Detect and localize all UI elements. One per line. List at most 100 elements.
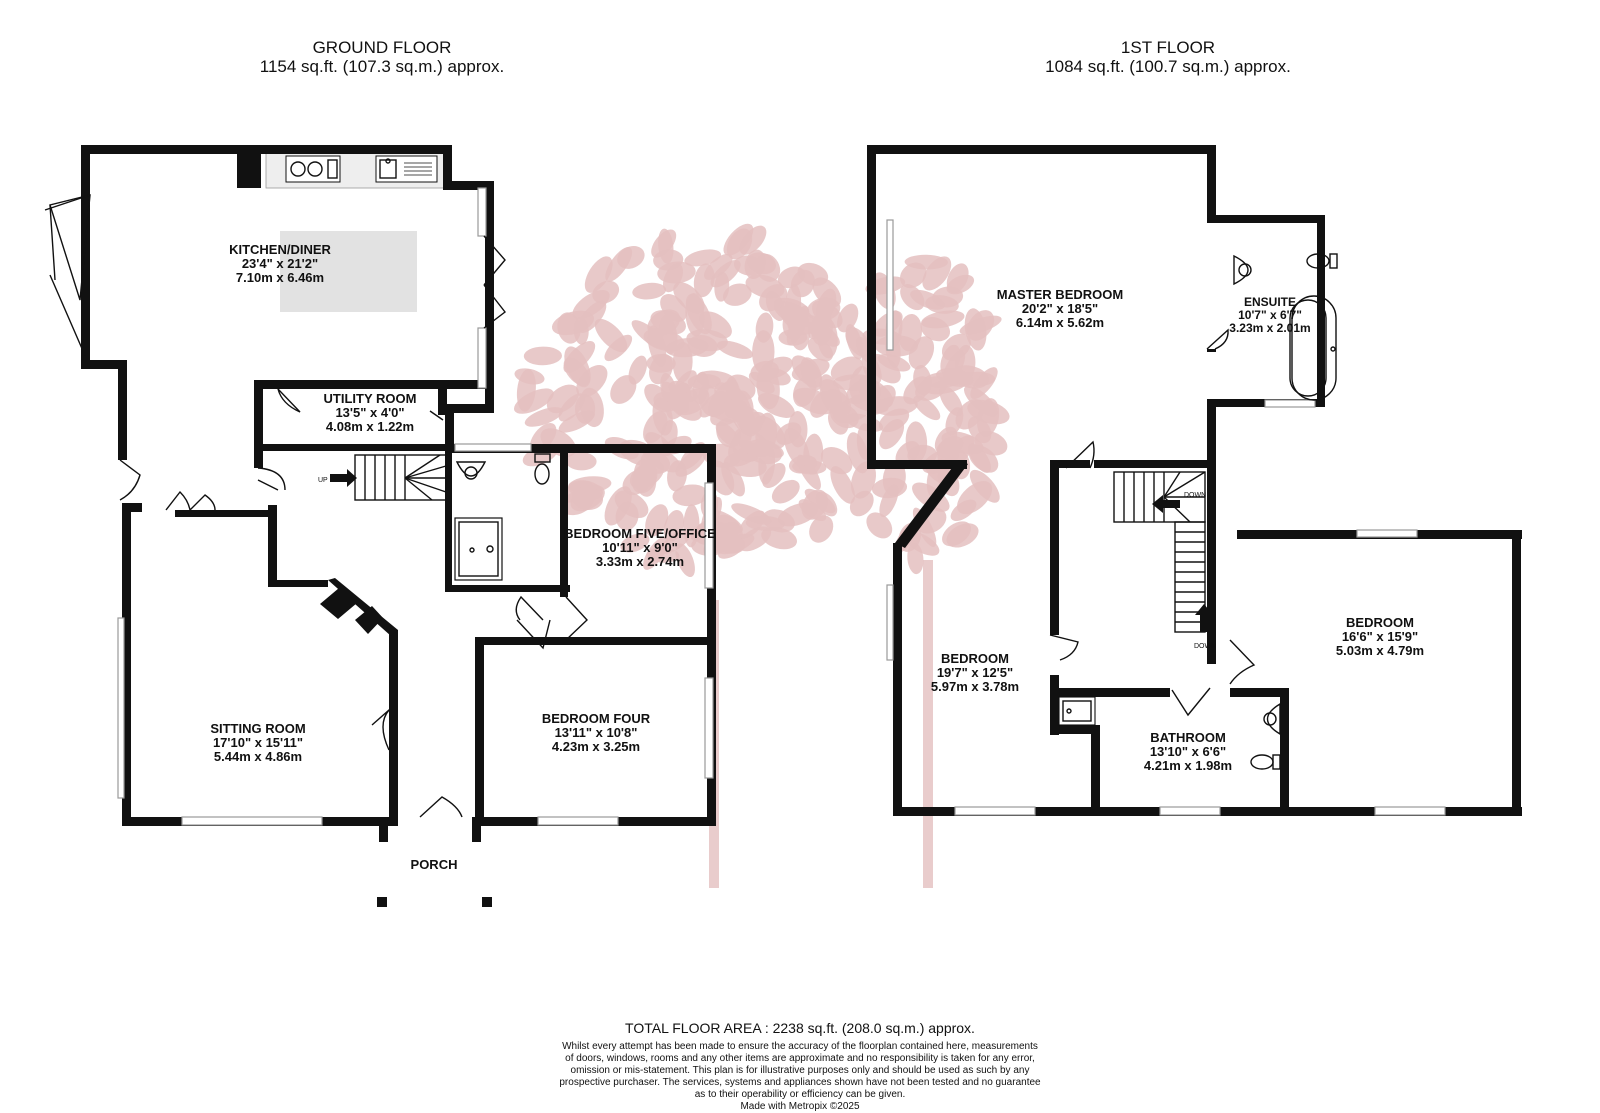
watermark-leaf <box>693 263 715 298</box>
watermark-leaf <box>650 310 686 335</box>
watermark-leaf <box>925 295 959 314</box>
watermark-leaf <box>833 395 875 423</box>
watermark-leaf <box>721 461 745 497</box>
watermark-leaf <box>579 387 604 428</box>
total-floor-area: TOTAL FLOOR AREA : 2238 sq.ft. (208.0 sq… <box>625 1020 975 1036</box>
watermark-leaf <box>685 292 705 337</box>
watermark-leaf <box>820 446 853 475</box>
watermark-leaf <box>968 445 999 473</box>
basin-icon <box>1263 702 1281 736</box>
toilet-icon <box>1306 253 1338 269</box>
watermark-leaf <box>921 310 965 329</box>
watermark-leaf <box>710 259 741 288</box>
watermark-leaf <box>675 543 695 578</box>
toilet-icon <box>534 453 551 485</box>
watermark-leaf <box>672 484 709 507</box>
floor-title: GROUND FLOOR <box>312 38 452 57</box>
room-label-utility-room: UTILITY ROOM 13'5" x 4'0" 4.08m x 1.22m <box>323 391 417 434</box>
watermark-leaf <box>584 256 613 293</box>
watermark-leaf <box>632 282 667 300</box>
watermark-leaf <box>546 384 579 414</box>
watermark-leaf <box>672 342 693 383</box>
watermark-leaf <box>950 499 977 522</box>
watermark-leaf <box>738 526 772 552</box>
watermark-leaf <box>565 451 597 471</box>
watermark-leaf <box>726 228 753 260</box>
watermark-leaf <box>837 303 859 333</box>
watermark-leaf <box>716 340 754 359</box>
watermark-leaf <box>779 306 803 332</box>
watermark-leaf <box>866 512 893 539</box>
watermark-leaf <box>798 499 827 522</box>
watermark-leaf <box>942 521 971 547</box>
watermark-leaf <box>673 370 697 398</box>
watermark-leaf <box>744 249 766 279</box>
watermark-leaf <box>604 334 633 362</box>
watermark-leaf <box>662 263 684 293</box>
watermark-leaf <box>646 547 680 563</box>
stairs-up-label: UP <box>318 477 328 484</box>
floor-area: 1154 sq.ft. (107.3 sq.m.) approx. <box>259 57 505 76</box>
room-label-bedroom: BEDROOM 16'6" x 15'9" 5.03m x 4.79m <box>1335 615 1425 658</box>
room-label-bedroom-four: BEDROOM FOUR 13'11" x 10'8" 4.23m x 3.25… <box>541 711 651 754</box>
room-label-porch: PORCH <box>410 857 458 872</box>
watermark-leaf <box>663 510 685 542</box>
watermark-leaf <box>658 228 674 264</box>
floor-area: 1084 sq.ft. (100.7 sq.m.) approx. <box>1045 57 1291 76</box>
watermark-leaf <box>610 375 637 404</box>
watermark-leaf <box>715 422 739 447</box>
credit: Made with Metropix ©2025 <box>740 1101 860 1112</box>
watermark-leaf <box>775 422 802 445</box>
watermark-leaf <box>617 245 645 269</box>
watermark-leaf <box>723 452 767 478</box>
watermark-leaf <box>913 364 932 396</box>
watermark-leaf <box>620 533 650 553</box>
ground-floor-heading: GROUND FLOOR 1154 sq.ft. (107.3 sq.m.) a… <box>232 38 532 76</box>
watermark-leaf <box>722 283 752 306</box>
staircase-down <box>1113 471 1206 633</box>
room-label-bedroom-five-office: BEDROOM FIVE/OFFICE 10'11" x 9'0" 3.33m … <box>564 526 716 569</box>
ground-floor-plan <box>44 145 716 907</box>
first-floor-heading: 1ST FLOOR 1084 sq.ft. (100.7 sq.m.) appr… <box>1008 38 1328 76</box>
watermark-leaf <box>523 346 562 366</box>
watermark-leaf <box>628 355 648 385</box>
shower-icon <box>454 517 503 581</box>
room-label-bedroom: BEDROOM 19'7" x 12'5" 5.97m x 3.78m <box>930 651 1020 694</box>
sink-icon <box>375 155 438 183</box>
watermark-leaf <box>577 300 607 333</box>
watermark-leaf <box>684 249 722 267</box>
watermark-leaf <box>803 433 824 475</box>
watermark-leaf <box>687 335 718 357</box>
first-floor-plan <box>867 145 1522 816</box>
toilet-icon <box>1250 754 1281 770</box>
watermark-leaf <box>756 365 780 410</box>
watermark-leaf <box>791 358 830 381</box>
watermark-leaf <box>759 284 788 312</box>
watermark-leaf <box>735 406 763 434</box>
watermark-leaf <box>564 346 591 388</box>
floor-title: 1ST FLOOR <box>1120 38 1216 57</box>
watermark-leaf <box>908 336 935 370</box>
staircase-up <box>354 454 447 501</box>
watermark-leaf <box>877 353 911 372</box>
watermark-leaf <box>755 312 774 343</box>
kitchen-island <box>280 231 417 312</box>
shower-icon <box>1058 696 1096 726</box>
stairs-down-label: DOWN <box>1184 492 1206 499</box>
watermark-leaf <box>696 370 737 390</box>
watermark-leaf <box>771 479 800 504</box>
watermark-leaf <box>878 408 910 433</box>
kitchen-chimney <box>237 150 261 188</box>
basin-icon <box>455 461 487 480</box>
watermark-leaf <box>845 324 864 360</box>
room-label-sitting-room: SITTING ROOM 17'10" x 15'11" 5.44m x 4.8… <box>210 721 306 764</box>
watermark-leaf <box>923 372 963 388</box>
disclaimer: Whilst every attempt has been made to en… <box>480 1041 1120 1113</box>
room-label-ensuite: ENSUITE 10'7" x 6'7" 3.23m x 2.01m <box>1229 295 1311 335</box>
watermark-trunk <box>923 560 933 888</box>
fireplace-icon <box>320 588 357 619</box>
room-label-bathroom: BATHROOM 13'10" x 6'6" 4.21m x 1.98m <box>1143 730 1233 773</box>
watermark-leaf <box>622 469 652 496</box>
watermark-leaf <box>645 504 669 537</box>
